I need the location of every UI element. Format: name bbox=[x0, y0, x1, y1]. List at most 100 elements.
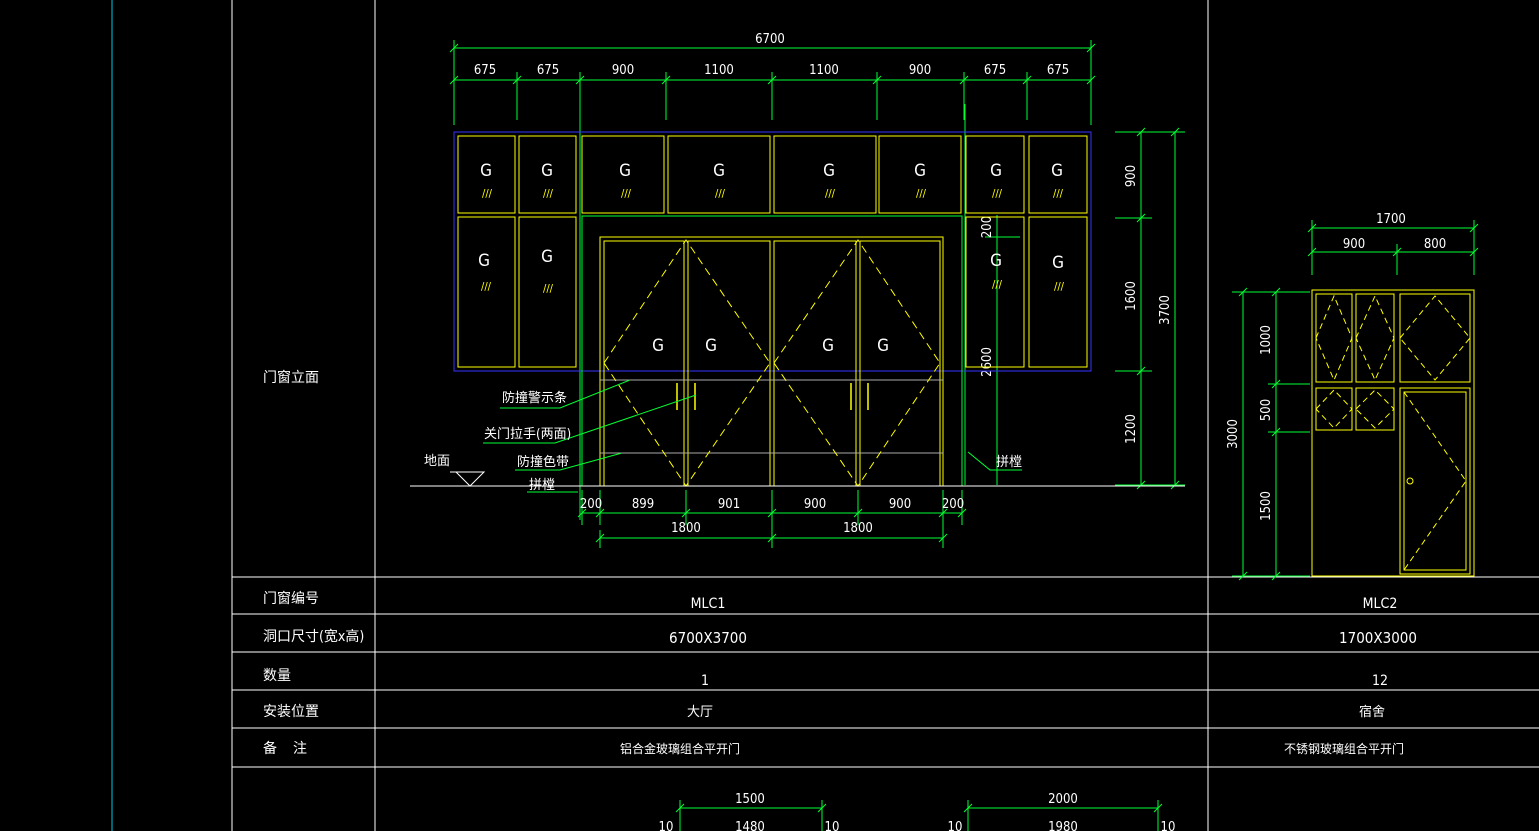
mlc2-frames bbox=[1311, 289, 1475, 577]
mlc1-dimension-lines bbox=[449, 40, 1185, 548]
dim-top-3: 900 bbox=[612, 63, 634, 78]
row-label-remark: 备 注 bbox=[263, 740, 307, 757]
glass-hatch: /// bbox=[481, 280, 492, 293]
mlc2-total-width: 1700 bbox=[1376, 212, 1406, 227]
label-warning-strip: 防撞警示条 bbox=[502, 390, 567, 406]
dim-bottom-5: 900 bbox=[889, 497, 911, 512]
dim-top-7: 675 bbox=[984, 63, 1006, 78]
dim-right-2: 1600 bbox=[1124, 281, 1139, 311]
label-color-band: 防撞色带 bbox=[517, 454, 569, 470]
glass-mark: G bbox=[541, 247, 553, 267]
glass-mark: G bbox=[1052, 253, 1064, 273]
glass-hatch: /// bbox=[543, 187, 554, 200]
dim-leaf-1: 1800 bbox=[671, 521, 701, 536]
glass-mark: G bbox=[541, 161, 553, 181]
cell-size-mlc2: 1700X3000 bbox=[1339, 629, 1417, 647]
lower-right-sub-3: 10 bbox=[1161, 820, 1176, 831]
glass-mark: G bbox=[619, 161, 631, 181]
cell-qty-mlc2: 12 bbox=[1372, 673, 1388, 689]
mlc1-dim-ticks bbox=[449, 75, 1180, 543]
column-mlc1-values: MLC1 6700X3700 1 大厅 铝合金玻璃组合平开门 bbox=[620, 596, 747, 756]
dim-total-width: 6700 bbox=[755, 32, 785, 47]
glass-hatch: /// bbox=[543, 282, 554, 295]
lower-left-sub-1: 10 bbox=[659, 820, 674, 831]
dim-bottom-3: 901 bbox=[718, 497, 740, 512]
row-label-elevation: 门窗立面 bbox=[263, 369, 319, 386]
cell-code-mlc1: MLC1 bbox=[691, 596, 726, 612]
dim-inner-2: 2600 bbox=[980, 347, 995, 377]
mlc1-handles bbox=[676, 383, 869, 410]
mlc1-top-panels bbox=[457, 135, 1088, 368]
dim-bottom-4: 900 bbox=[804, 497, 826, 512]
lower-right-sub-1: 10 bbox=[948, 820, 963, 831]
cell-remark-mlc2: 不锈钢玻璃组合平开门 bbox=[1284, 741, 1404, 756]
glass-mark: G bbox=[990, 251, 1002, 271]
dim-bottom-1: 200 bbox=[580, 497, 602, 512]
dim-right-3: 1200 bbox=[1124, 414, 1139, 444]
glass-mark: G bbox=[990, 161, 1002, 181]
dim-top-2: 675 bbox=[537, 63, 559, 78]
dim-top-6: 900 bbox=[909, 63, 931, 78]
glass-hatch: /// bbox=[621, 187, 632, 200]
mlc2-left-1: 1000 bbox=[1259, 325, 1274, 355]
lower-left-sub-2: 1480 bbox=[735, 820, 765, 831]
dim-top-1: 675 bbox=[474, 63, 496, 78]
lower-left-sub-3: 10 bbox=[825, 820, 840, 831]
mlc1-door-leaves bbox=[599, 236, 944, 487]
dim-bottom-2: 899 bbox=[632, 497, 654, 512]
glass-mark: G bbox=[914, 161, 926, 181]
dim-top-8: 675 bbox=[1047, 63, 1069, 78]
annotation-labels: 防撞警示条 关门拉手(两面) 防撞色带 拼樘 拼樘 地面 bbox=[424, 390, 1022, 493]
mlc1-dimension-text: 6700 675 675 900 1100 1100 900 675 675 2… bbox=[474, 32, 1069, 536]
mlc2-left-3: 1500 bbox=[1259, 491, 1274, 521]
mlc2-top-1: 900 bbox=[1343, 237, 1365, 252]
glass-hatch: /// bbox=[1054, 280, 1065, 293]
cell-location-mlc1: 大厅 bbox=[687, 705, 713, 720]
label-handle: 关门拉手(两面) bbox=[484, 427, 571, 442]
glass-mark: G bbox=[823, 161, 835, 181]
cell-remark-mlc1: 铝合金玻璃组合平开门 bbox=[620, 741, 740, 756]
cell-code-mlc2: MLC2 bbox=[1363, 596, 1398, 612]
mlc2-dimension-text: 1700 900 800 1000 500 1500 3000 bbox=[1226, 212, 1446, 521]
glass-hatch: /// bbox=[916, 187, 927, 200]
row-label-location: 安装位置 bbox=[263, 704, 319, 720]
label-ground: 地面 bbox=[424, 454, 450, 469]
mlc1-glass-hatches: /// /// /// /// /// /// /// /// /// /// … bbox=[481, 187, 1065, 295]
glass-hatch: /// bbox=[715, 187, 726, 200]
label-strip-left: 拼樘 bbox=[529, 478, 555, 493]
glass-mark: G bbox=[1051, 161, 1063, 181]
dim-top-4: 1100 bbox=[704, 63, 734, 78]
glass-hatch: /// bbox=[992, 278, 1003, 291]
glass-mark: G bbox=[652, 336, 664, 356]
lower-right-total: 2000 bbox=[1048, 792, 1078, 807]
glass-mark: G bbox=[822, 336, 834, 356]
lower-left-total: 1500 bbox=[735, 792, 765, 807]
glass-hatch: /// bbox=[992, 187, 1003, 200]
mlc2-top-2: 800 bbox=[1424, 237, 1446, 252]
row-label-code: 门窗编号 bbox=[263, 590, 319, 607]
glass-hatch: /// bbox=[482, 187, 493, 200]
cell-qty-mlc1: 1 bbox=[701, 673, 709, 689]
mlc1-door-swing-lines bbox=[603, 239, 941, 487]
column-mlc2-values: MLC2 1700X3000 12 宿舍 不锈钢玻璃组合平开门 bbox=[1284, 596, 1417, 756]
mlc2-swing-lines bbox=[1315, 294, 1471, 571]
dim-top-5: 1100 bbox=[809, 63, 839, 78]
glass-mark: G bbox=[877, 336, 889, 356]
mlc2-dim-ticks bbox=[1238, 223, 1479, 581]
glass-hatch: /// bbox=[825, 187, 836, 200]
ground-line bbox=[410, 471, 1185, 487]
mlc2-left-2: 500 bbox=[1259, 399, 1274, 421]
mlc1-vertical-dimension-text: 900 1600 1200 3700 200 2600 bbox=[980, 165, 1173, 444]
mlc1-glass-marks: G G G G G G G G G G G G G G G G bbox=[478, 161, 1064, 356]
glass-hatch: /// bbox=[1053, 187, 1064, 200]
glass-mark: G bbox=[713, 161, 725, 181]
annotation-leaders bbox=[483, 379, 1022, 493]
cell-location-mlc2: 宿舍 bbox=[1359, 704, 1385, 720]
dim-inner-1: 200 bbox=[980, 216, 995, 238]
dim-bottom-6: 200 bbox=[942, 497, 964, 512]
glass-mark: G bbox=[705, 336, 717, 356]
dim-right-1: 900 bbox=[1124, 165, 1139, 187]
lower-right-sub-2: 1980 bbox=[1048, 820, 1078, 831]
